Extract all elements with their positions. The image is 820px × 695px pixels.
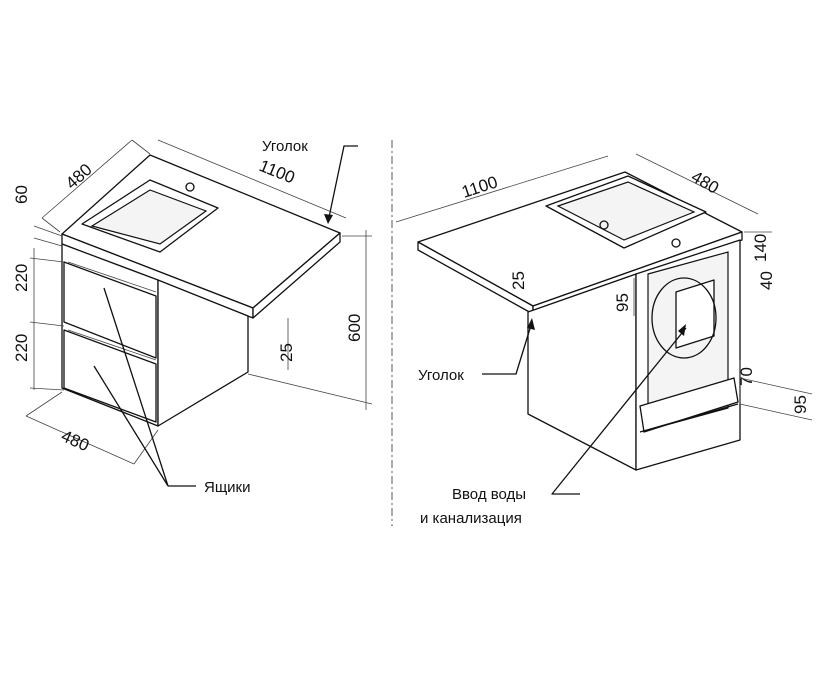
left-cabinet-view: 480 1100 60 220 220 600 25 480 Уголок — [12, 138, 373, 496]
right-callout-corner: Уголок — [418, 367, 464, 384]
left-callout-corner: Уголок — [262, 138, 308, 155]
left-faucet-hole — [185, 182, 195, 192]
left-dim-top-depth: 480 — [62, 160, 96, 193]
left-dim-total-height: 600 — [345, 314, 364, 342]
right-dim-pipe-offset: 95 — [613, 293, 632, 312]
right-dim-bottom-gap: 70 — [737, 367, 756, 386]
right-callout-inlet-line2: и канализация — [420, 510, 522, 527]
right-drain — [599, 220, 609, 230]
left-callout-drawers: Ящики — [204, 479, 251, 496]
left-dim-top-width: 1100 — [257, 156, 298, 187]
left-dim-base-depth: 480 — [58, 426, 92, 455]
right-dim-top-depth: 480 — [688, 167, 722, 198]
right-bottom-shelf — [639, 377, 739, 433]
left-countertop-side-edge — [252, 232, 341, 319]
left-sink-inner — [90, 189, 208, 245]
left-dim-countertop-thickness: 60 — [12, 185, 31, 204]
left-dim-drawer-lower: 220 — [12, 334, 31, 362]
right-dim-top-width: 1100 — [459, 172, 500, 201]
left-drawer-upper — [63, 261, 157, 359]
right-dim-side-offset: 40 — [757, 271, 776, 290]
right-inlet-box — [675, 279, 715, 349]
left-cabinet-side — [157, 279, 249, 427]
right-pipe-circle — [651, 277, 717, 359]
right-cabinet-view: 1100 480 140 40 95 25 70 95 Уголок Ввод … — [395, 153, 813, 527]
right-dim-corner-offset: 25 — [509, 271, 528, 290]
right-faucet-hole — [671, 238, 681, 248]
right-dim-bottom-height: 95 — [791, 395, 810, 414]
right-callout-inlet-line1: Ввод воды — [452, 486, 526, 503]
left-dim-corner-offset: 25 — [277, 343, 296, 362]
right-dim-cutout-height: 140 — [751, 234, 770, 262]
left-dim-drawer-upper: 220 — [12, 264, 31, 292]
